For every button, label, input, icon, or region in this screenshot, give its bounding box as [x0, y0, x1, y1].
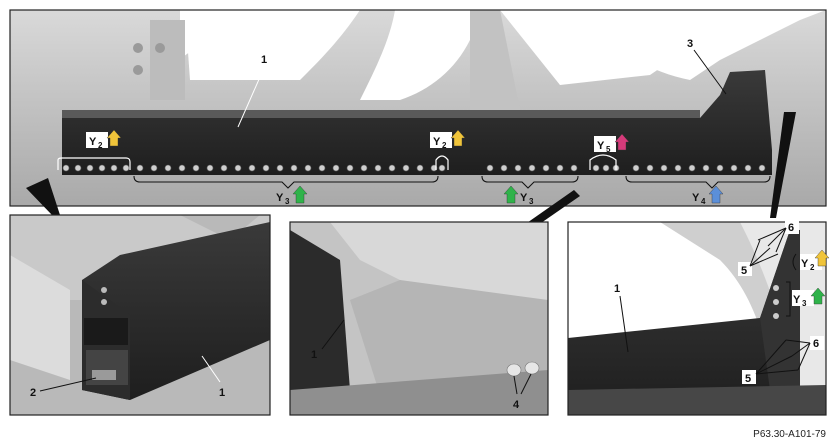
- label-y2-left: Y 2: [86, 129, 122, 150]
- callout-left-1: 1: [201, 355, 225, 399]
- arrow-y5-icon: [614, 133, 630, 151]
- label-y2-mid: Y 2: [430, 129, 466, 150]
- svg-text:Y: Y: [89, 136, 97, 148]
- arrow-y4-icon: [708, 185, 724, 204]
- svg-text:1: 1: [219, 387, 225, 399]
- callout-main-1: 1: [237, 54, 267, 128]
- svg-text:Y: Y: [692, 192, 700, 204]
- arrow-y3-icon: [810, 287, 826, 305]
- svg-text:Y: Y: [433, 136, 441, 148]
- svg-text:1: 1: [261, 54, 267, 66]
- leader-wedge-right: [770, 112, 796, 218]
- svg-text:2: 2: [442, 141, 447, 150]
- svg-text:6: 6: [788, 222, 794, 234]
- svg-text:5: 5: [606, 145, 611, 154]
- svg-text:2: 2: [30, 387, 36, 399]
- arrow-y2-icon: [106, 129, 122, 147]
- callout-mid-1: 1: [311, 319, 345, 361]
- svg-text:2: 2: [810, 263, 815, 272]
- svg-text:1: 1: [311, 349, 317, 361]
- callout-right-5a: 5: [738, 239, 779, 277]
- leader-wedge-left: [26, 178, 60, 215]
- callout-left-2: 2: [30, 377, 97, 399]
- svg-text:1: 1: [614, 283, 620, 295]
- svg-text:6: 6: [813, 338, 819, 350]
- callout-main-3: 3: [687, 38, 727, 95]
- rivet-row: [62, 164, 766, 172]
- callout-right-6a: 6: [757, 220, 799, 253]
- svg-text:3: 3: [285, 197, 290, 206]
- callout-right-6b: 6: [785, 336, 824, 371]
- svg-text:Y: Y: [597, 140, 605, 152]
- figure-reference: P63.30-A101-79: [753, 429, 826, 440]
- label-y3-mid: Y 3: [503, 185, 534, 206]
- arrow-y2-icon: [450, 129, 466, 147]
- detail-view-left: [9, 214, 271, 416]
- arrow-y3-icon: [503, 185, 519, 204]
- label-y2-right: Y 2: [792, 249, 830, 272]
- svg-text:3: 3: [802, 299, 807, 308]
- arrow-y3-icon: [292, 185, 308, 204]
- svg-text:5: 5: [745, 373, 751, 385]
- svg-text:Y: Y: [801, 258, 809, 270]
- svg-text:3: 3: [687, 38, 693, 50]
- callout-right-5b: 5: [742, 339, 799, 385]
- arrow-y2-icon: [814, 249, 830, 267]
- callout-mid-4: 4: [513, 373, 532, 411]
- label-y4: Y 4: [692, 185, 724, 206]
- svg-text:5: 5: [741, 265, 747, 277]
- svg-text:Y: Y: [793, 294, 801, 306]
- svg-text:4: 4: [513, 399, 520, 411]
- detail-view-right: [567, 221, 827, 416]
- svg-text:3: 3: [529, 197, 534, 206]
- detail-view-mid: [289, 221, 549, 416]
- svg-text:Y: Y: [520, 192, 528, 204]
- svg-text:2: 2: [98, 141, 103, 150]
- main-view: [9, 9, 827, 207]
- svg-text:Y: Y: [276, 192, 284, 204]
- callout-right-1: 1: [614, 283, 629, 353]
- label-y5: Y 5: [594, 133, 630, 154]
- svg-text:4: 4: [701, 197, 706, 206]
- label-y3-right: Y 3: [786, 281, 826, 317]
- label-y3-left: Y 3: [276, 185, 308, 206]
